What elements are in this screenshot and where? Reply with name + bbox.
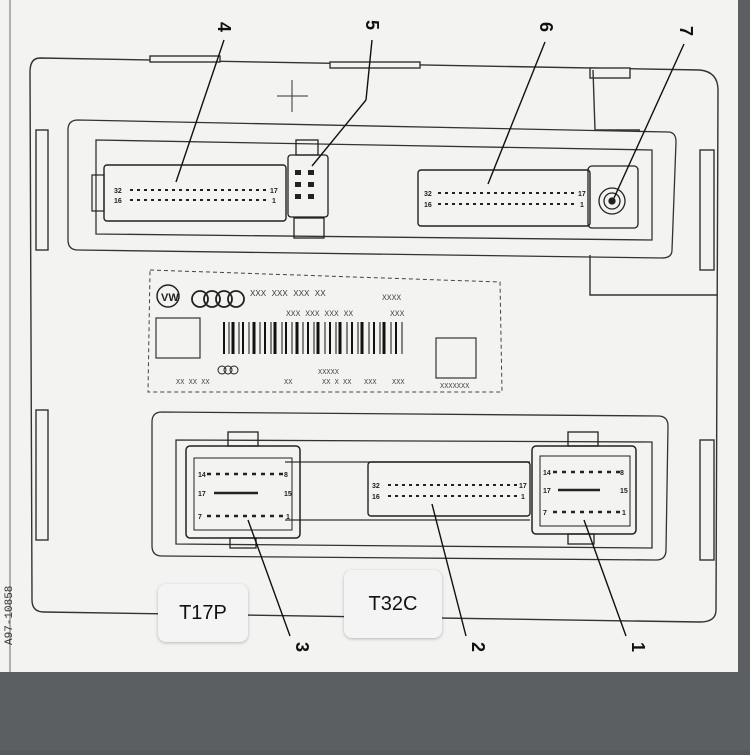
callout-7: 7 xyxy=(676,26,696,36)
callout-numbers: 4 5 6 7 3 2 1 xyxy=(214,20,696,652)
callout-1: 1 xyxy=(628,642,648,652)
svg-text:VW: VW xyxy=(161,292,179,304)
antenna-socket-7 xyxy=(587,165,639,229)
connector-3: 14 8 17 15 7 1 xyxy=(185,431,301,549)
svg-text:17: 17 xyxy=(578,191,586,198)
callout-5: 5 xyxy=(362,20,382,30)
svg-text:17: 17 xyxy=(270,188,278,195)
connector-4-pins xyxy=(130,189,270,201)
svg-text:XXX: XXX xyxy=(364,379,377,387)
svg-text:7: 7 xyxy=(198,514,202,521)
svg-text:XX XX XX: XX XX XX xyxy=(176,379,210,387)
connector-1: 14 8 17 15 7 1 xyxy=(531,431,637,545)
svg-text:XXXX: XXXX xyxy=(382,294,401,303)
connector-2-pins xyxy=(388,484,518,497)
svg-text:17: 17 xyxy=(519,483,527,490)
svg-text:1: 1 xyxy=(286,514,290,521)
connector-6-pins xyxy=(438,192,576,205)
svg-text:XXXXX: XXXXX xyxy=(318,369,340,377)
upper-connector-block xyxy=(67,119,677,259)
tag-t32c: T32C xyxy=(344,570,442,638)
svg-text:17: 17 xyxy=(198,491,206,498)
small-rings-icon xyxy=(217,365,239,375)
callout-6: 6 xyxy=(536,22,556,32)
svg-text:1: 1 xyxy=(622,510,626,517)
svg-text:14: 14 xyxy=(543,470,551,477)
svg-text:8: 8 xyxy=(284,472,288,479)
label-plate: VW XXX XXX XXX XX XXX XXX XXX XX XXXX XX… xyxy=(147,269,503,393)
brand-emblem-icon xyxy=(156,284,180,308)
svg-text:1: 1 xyxy=(521,494,525,501)
svg-text:8: 8 xyxy=(620,470,624,477)
connector-3-pins xyxy=(207,472,283,518)
callout-2: 2 xyxy=(468,642,488,652)
svg-text:XXXXXXX: XXXXXXX xyxy=(440,383,470,391)
svg-text:15: 15 xyxy=(284,491,292,498)
svg-text:15: 15 xyxy=(620,488,628,495)
connector-4: 32 17 16 1 xyxy=(91,164,287,222)
svg-text:1: 1 xyxy=(272,198,276,205)
svg-text:A97-10858: A97-10858 xyxy=(4,586,16,645)
svg-text:32: 32 xyxy=(372,483,380,490)
callout-3: 3 xyxy=(292,642,312,652)
svg-text:16: 16 xyxy=(114,198,122,205)
qr-square-left xyxy=(155,317,201,359)
svg-text:XX X XX: XX X XX xyxy=(322,379,352,387)
crosshair-mark xyxy=(277,80,308,112)
svg-text:14: 14 xyxy=(198,472,206,479)
rings-logo-icon xyxy=(191,290,245,308)
qr-square-right xyxy=(435,337,477,379)
control-unit-housing xyxy=(29,55,719,623)
tag-t17p: T17P xyxy=(158,584,248,642)
svg-text:XXX XXX XXX XX: XXX XXX XXX XX xyxy=(250,289,326,299)
connector-1-pins xyxy=(553,470,620,514)
connector-6: 32 17 16 1 xyxy=(417,169,591,227)
svg-text:7: 7 xyxy=(543,510,547,517)
leader-lines xyxy=(175,39,685,637)
svg-text:1: 1 xyxy=(580,202,584,209)
svg-text:XXX XXX XXX XX: XXX XXX XXX XX xyxy=(286,310,353,319)
side-code: A97-10858 xyxy=(4,586,16,645)
svg-text:32: 32 xyxy=(114,188,122,195)
svg-text:XXX: XXX xyxy=(390,310,405,319)
svg-text:32: 32 xyxy=(424,191,432,198)
svg-text:XX: XX xyxy=(284,379,293,387)
connector-5 xyxy=(287,139,329,239)
connector-2: 32 17 16 1 xyxy=(367,461,531,517)
svg-text:16: 16 xyxy=(424,202,432,209)
barcode xyxy=(223,322,403,354)
svg-text:XXX: XXX xyxy=(392,379,405,387)
callout-4: 4 xyxy=(214,22,234,32)
svg-text:16: 16 xyxy=(372,494,380,501)
svg-text:17: 17 xyxy=(543,488,551,495)
